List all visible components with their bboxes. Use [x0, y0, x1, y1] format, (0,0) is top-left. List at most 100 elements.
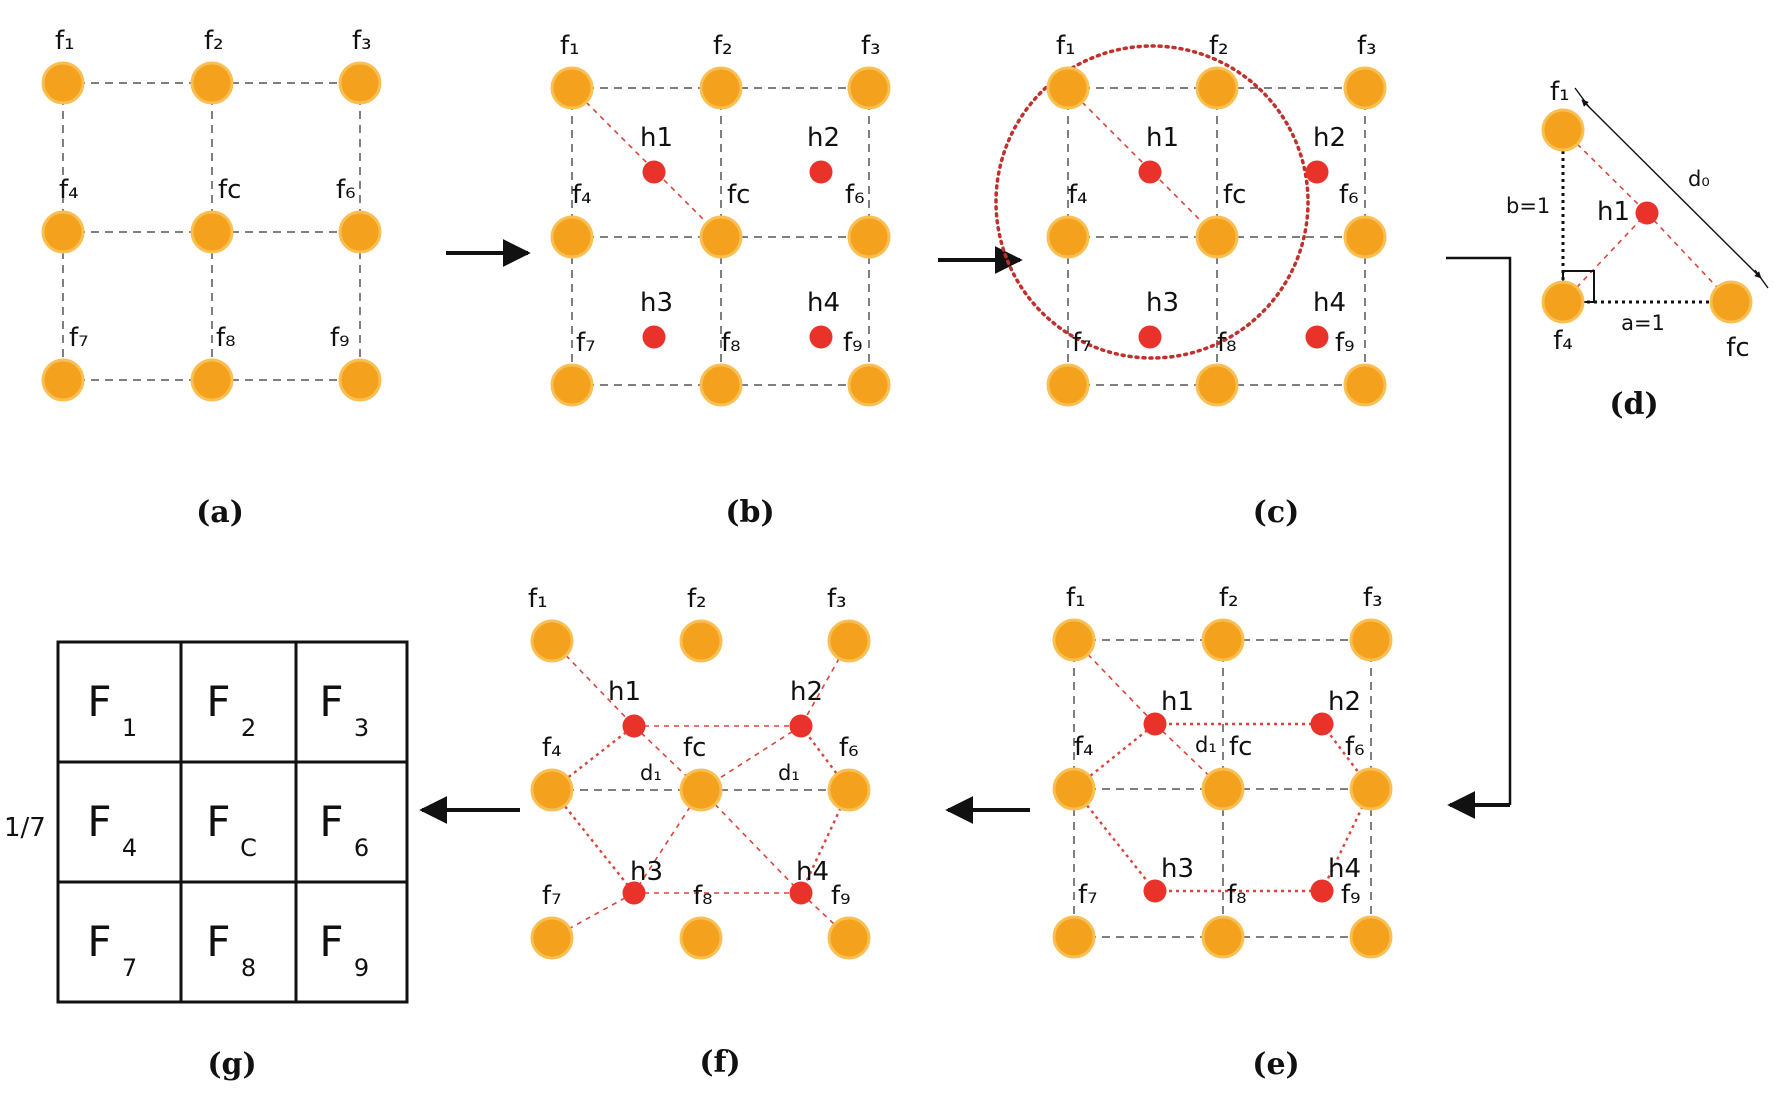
node-label-f8-b: f₈ — [721, 328, 741, 358]
output-cell-4-sub: C — [240, 834, 257, 862]
hidden-label-h4-f: h4 — [796, 857, 829, 887]
node-label-fc-e: fᴄ — [1229, 732, 1252, 762]
red-link-b — [571, 87, 722, 238]
node-label-f1-a: f₁ — [55, 26, 75, 56]
label-a-equals-1: a=1 — [1621, 311, 1665, 335]
label-d1-right-f: d₁ — [778, 761, 800, 785]
node-label-f4-e: f₄ — [1074, 732, 1094, 762]
label-d1-e: d₁ — [1195, 733, 1217, 757]
output-cell-7-main: F — [206, 917, 230, 966]
node-label-f7-c: f₇ — [1072, 328, 1092, 358]
node-f4-c — [1046, 215, 1090, 259]
hidden-node-h1-d — [1635, 201, 1659, 225]
hidden-label-h3-b: h3 — [640, 288, 673, 318]
node-f1-b — [550, 66, 594, 110]
node-label-fc-a: fᴄ — [218, 175, 241, 205]
hidden-label-h4-e: h4 — [1328, 854, 1361, 884]
output-cell-0-main: F — [87, 677, 111, 726]
node-label-f2-a: f₂ — [204, 26, 224, 56]
node-label-fc-c: fᴄ — [1223, 180, 1246, 210]
hidden-label-h4-c: h4 — [1313, 288, 1346, 318]
red-link-f — [799, 789, 851, 894]
tick-mark — [1574, 87, 1590, 108]
node-f6-c — [1343, 215, 1387, 259]
receptive-field-circle — [994, 44, 1310, 360]
hidden-label-h1-c: h1 — [1146, 123, 1179, 153]
hidden-node-h4-e — [1310, 879, 1334, 903]
node-label-f7-f: f₇ — [542, 881, 562, 911]
node-label-fc-b: fᴄ — [727, 180, 750, 210]
hidden-node-h4-c — [1305, 325, 1329, 349]
red-link-f — [700, 789, 802, 894]
red-link-e — [1320, 788, 1373, 892]
node-label-f6-c: f₆ — [1339, 180, 1359, 210]
node-f6-e — [1349, 767, 1393, 811]
label-d1-left-f: d₁ — [640, 761, 662, 785]
node-fc-e — [1201, 767, 1245, 811]
output-cell-6-sub: 7 — [122, 954, 137, 982]
node-f4-b — [550, 215, 594, 259]
node-fc-a — [190, 210, 234, 254]
tick-mark — [1754, 269, 1769, 289]
node-f4-e — [1052, 767, 1096, 811]
red-link-c — [1067, 87, 1218, 238]
node-label-f4-a: f₄ — [59, 175, 79, 205]
caption-g: (g) — [207, 1047, 256, 1082]
node-label-f2-e: f₂ — [1219, 583, 1239, 613]
node-label-f6-b: f₆ — [845, 180, 865, 210]
output-cell-2-main: F — [319, 677, 343, 726]
output-cell-3-sub: 4 — [122, 834, 137, 862]
node-f9-b — [847, 363, 891, 407]
right-angle-sides — [1561, 130, 1731, 304]
caption-e: (e) — [1252, 1047, 1299, 1082]
node-f7-a — [41, 358, 85, 402]
node-f4-a — [41, 210, 85, 254]
hidden-label-h3-e: h3 — [1161, 854, 1194, 884]
node-label-f7-e: f₇ — [1078, 880, 1098, 910]
node-label-fc-f: fᴄ — [683, 733, 706, 763]
node-label-f8-f: f₈ — [693, 881, 713, 911]
node-label-f3-b: f₃ — [861, 31, 881, 61]
node-f2-b — [699, 66, 743, 110]
hidden-node-h2-e — [1310, 712, 1334, 736]
output-cell-8-sub: 9 — [354, 954, 369, 982]
node-label-f1-d: f₁ — [1550, 77, 1570, 107]
node-f6-a — [338, 210, 382, 254]
node-label-f2-b: f₂ — [713, 31, 733, 61]
red-link-e — [1073, 788, 1156, 892]
output-cell-5-main: F — [319, 797, 343, 846]
output-cell-1-main: F — [206, 677, 230, 726]
caption-b: (b) — [725, 495, 774, 530]
output-cell-3-main: F — [87, 797, 111, 846]
hidden-node-h4-b — [809, 325, 833, 349]
node-label-f4-f: f₄ — [542, 733, 562, 763]
node-label-f3-a: f₃ — [352, 26, 372, 56]
hidden-label-h1-d: h1 — [1597, 197, 1630, 227]
distance-d0-arrow — [1581, 99, 1762, 279]
node-fc-d — [1709, 280, 1753, 324]
node-f9-a — [338, 358, 382, 402]
node-label-f6-f: f₆ — [839, 733, 859, 763]
node-label-f8-e: f₈ — [1227, 880, 1247, 910]
output-cell-5-sub: 6 — [354, 834, 369, 862]
node-fc-f — [679, 768, 723, 812]
hidden-node-h2-f — [789, 714, 813, 738]
output-cell-6-main: F — [87, 917, 111, 966]
node-f1-c — [1046, 66, 1090, 110]
hidden-node-h1-e — [1143, 712, 1167, 736]
node-f9-f — [827, 916, 871, 960]
red-link-f — [551, 725, 635, 791]
output-cell-4-main: F — [206, 797, 230, 846]
node-f3-a — [338, 61, 382, 105]
node-label-f6-e: f₆ — [1345, 732, 1365, 762]
hidden-node-h1-f — [622, 714, 646, 738]
hidden-node-h2-b — [809, 160, 833, 184]
output-cell-8-main: F — [319, 917, 343, 966]
hidden-label-h3-c: h3 — [1146, 288, 1179, 318]
hidden-label-h2-e: h2 — [1328, 687, 1361, 717]
node-label-f1-e: f₁ — [1066, 583, 1086, 613]
node-f8-a — [190, 358, 234, 402]
hidden-label-h3-f: h3 — [630, 857, 663, 887]
node-label-f3-f: f₃ — [827, 584, 847, 614]
